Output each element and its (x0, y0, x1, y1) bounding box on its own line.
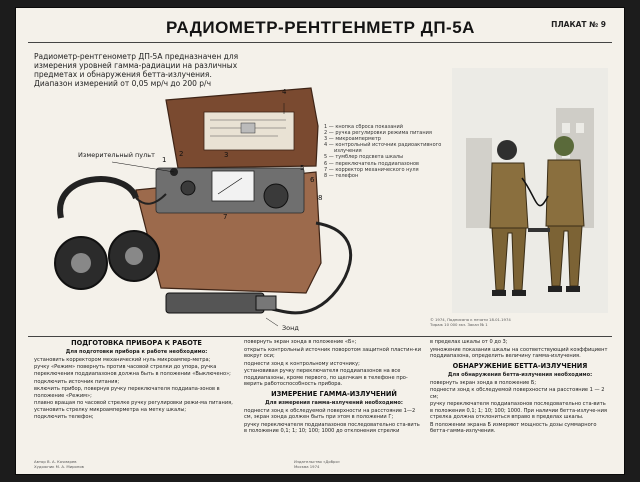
selector-knob (263, 183, 289, 209)
text-line: ручку «Режим» повернуть против часовой с… (34, 364, 231, 377)
footer-line: © 1974, Подписано к печати 18.01.1974 (430, 317, 511, 322)
column-gamma: повернуть экран зонда в положение «Б»; о… (244, 339, 424, 436)
soldier-right-head (554, 136, 574, 156)
callout-1: 1 (162, 156, 167, 164)
callout-5: 5 (300, 164, 305, 172)
control-source (240, 122, 256, 134)
intro-line: предметах и обнаружения бетта-излучения. (34, 70, 212, 79)
probe-cable (265, 221, 352, 315)
legend-item: 3 — микроамперметр (324, 136, 381, 143)
footer-line: Издательство «Добро» (294, 459, 341, 464)
legend-item: 2 — ручка регулировки режима питания (324, 130, 432, 137)
intro-line: Радиометр-рентгенометр ДП-5А предназначе… (34, 52, 239, 61)
meter-face (211, 170, 255, 202)
headband (57, 176, 139, 219)
text-line: поднести зонд к обследуемой поверхности … (430, 387, 605, 400)
callout-8: 8 (318, 194, 323, 202)
text-line: плавно вращая по часовой стрелке ручку р… (34, 400, 233, 413)
legend-item: 4 — контрольный источник радиоактивного (324, 142, 442, 149)
text-line: открыть контрольный источник поворотом з… (244, 346, 422, 360)
legend-item: 5 — тумблер подсвета шкалы (324, 154, 404, 161)
footer-line: Тираж 10 000 экз. Заказ № 1 (430, 321, 488, 327)
probe-body (165, 292, 265, 314)
text-line: Для измерения гамма-излучений необходимо… (265, 400, 403, 407)
text-line: включить прибор, повернув ручку переключ… (34, 386, 220, 399)
label-measuring-panel: Измерительный пульт (78, 151, 155, 159)
mode-knob (180, 180, 196, 196)
text-line: поднести зонд к обследуемой поверхности … (244, 407, 416, 421)
soldiers-illustration (452, 68, 608, 313)
text-line: установивая ручку переключателя поддиапа… (244, 368, 408, 388)
section-title-preparation: ПОДГОТОВКА ПРИБОРА К РАБОТЕ (71, 339, 202, 347)
text-line: в пределах шкалы от 0 до 3; (430, 339, 508, 345)
callout-4: 4 (282, 88, 287, 96)
poster: РАДИОМЕТР-РЕНТГЕНМЕТР ДП-5А ПЛАКАТ № 9 Р… (16, 8, 624, 474)
text-line: повернуть экран зонда в положение Б; (430, 379, 537, 386)
column-preparation: ПОДГОТОВКА ПРИБОРА К РАБОТЕ Для подготов… (34, 339, 239, 422)
text-line: подключить источник питания; (34, 378, 120, 385)
legend-item: излучения (334, 148, 362, 155)
text-line: подключить телефон; (34, 414, 94, 421)
column-beta: в пределах шкалы от 0 до 3; умножение по… (430, 339, 610, 436)
footer-line: Автор В. А. Кочмарев (34, 459, 77, 464)
footer-publisher: Издательство «Добро» Москва 1974 (294, 459, 341, 469)
scene-probe (528, 228, 550, 232)
legend-item: 1 — кнопка сброса показаний (324, 124, 404, 130)
soldier-left-head (497, 140, 517, 160)
footer-credits: Автор В. А. Кочмарев Художник М. А. Миро… (34, 459, 84, 469)
intro-text: Радиометр-рентгенометр ДП-5А предназначе… (34, 52, 239, 88)
text-line: В положении экрана Б измеряют мощность д… (430, 421, 597, 435)
callout-7: 7 (223, 213, 228, 221)
intro-line: измерения уровней гамма-радиации на разл… (34, 61, 238, 70)
text-line: Для подготовки прибора к работе необходи… (65, 349, 208, 356)
text-line: ручку переключателя поддиапазонов послед… (430, 401, 607, 421)
ruin-left (466, 138, 492, 228)
section-divider (28, 336, 612, 337)
plate-number: ПЛАКАТ № 9 (551, 20, 606, 29)
footer-line: Москва 1974 (294, 463, 320, 469)
text-line: повернуть экран зонда в положение «Б»; (244, 339, 357, 345)
callout-6: 6 (310, 176, 315, 184)
soldier-right-body (545, 159, 585, 227)
page-title: РАДИОМЕТР-РЕНТГЕНМЕТР ДП-5А (166, 18, 475, 37)
legend-item: 7 — корректор механического нуля (324, 166, 419, 173)
scene-cable (521, 177, 549, 207)
parts-legend: 1 — кнопка сброса показаний 2 — ручка ре… (324, 124, 459, 179)
callout-3: 3 (224, 151, 229, 159)
text-line: умножение показания шкалы на соответству… (430, 346, 608, 360)
section-title-gamma: ИЗМЕРЕНИЕ ГАММА-ИЗЛУЧЕНИЙ (271, 389, 397, 398)
legend-item: 8 — телефон (324, 172, 359, 179)
label-probe: Зонд (282, 324, 299, 332)
footer-line: Художник М. А. Миронов (34, 463, 84, 469)
title-divider (28, 42, 612, 43)
text-line: установить корректором механический нуль… (34, 356, 211, 363)
section-title-beta: ОБНАРУЖЕНИЕ БЕТТА-ИЗЛУЧЕНИЯ (452, 361, 588, 370)
intro-line: Диапазон измерений от 0,05 мр/ч до 200 р… (34, 79, 212, 88)
soldier-left-body (489, 162, 529, 229)
footer-imprint: © 1974, Подписано к печати 18.01.1974 Ти… (430, 317, 511, 327)
text-line: Для обнаружения бетта-излучения необходи… (447, 371, 593, 378)
callout-2: 2 (179, 150, 184, 158)
text-line: ручку переключателя поддиапазонов послед… (244, 421, 420, 435)
legend-item: 6 — переключатель поддиапазонов (324, 160, 419, 167)
device-illustration (54, 87, 352, 327)
text-line: поднести зонд к контрольному источнику; (244, 360, 360, 367)
